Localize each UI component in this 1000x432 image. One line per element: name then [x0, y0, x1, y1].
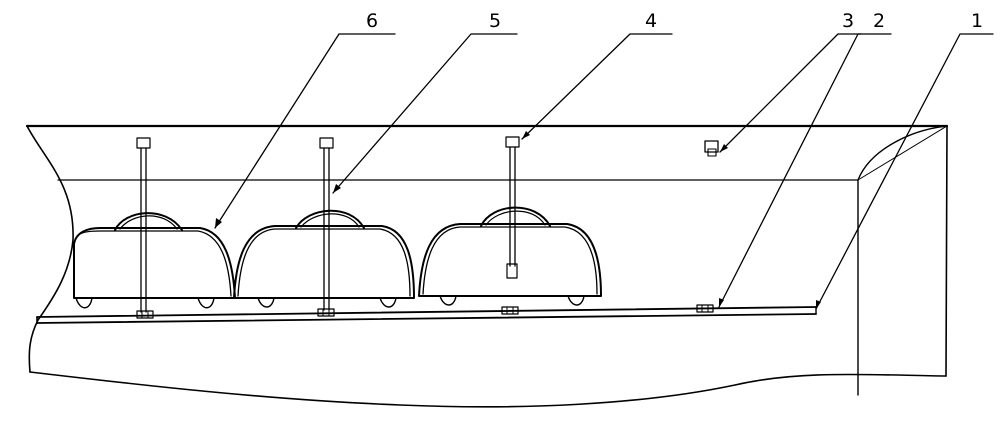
callout-labels: 6 5 4 3 2 1 — [366, 10, 983, 32]
callout-3: 3 — [842, 10, 854, 32]
callout-5: 5 — [489, 10, 501, 32]
callout-2: 2 — [873, 10, 885, 32]
rail-track — [36, 306, 817, 324]
vehicles — [73, 206, 602, 309]
vehicle-3 — [418, 206, 602, 306]
vehicle-1 — [73, 212, 236, 309]
leader-arrowheads — [215, 131, 821, 309]
leader-lines — [214, 33, 994, 310]
rail-fasteners — [136, 304, 714, 319]
tunnel-body — [25, 124, 949, 408]
ceiling-bracket — [704, 140, 719, 157]
callout-1: 1 — [971, 10, 983, 32]
vehicle-2 — [233, 209, 415, 308]
callout-4: 4 — [645, 10, 657, 32]
callout-6: 6 — [366, 10, 378, 32]
